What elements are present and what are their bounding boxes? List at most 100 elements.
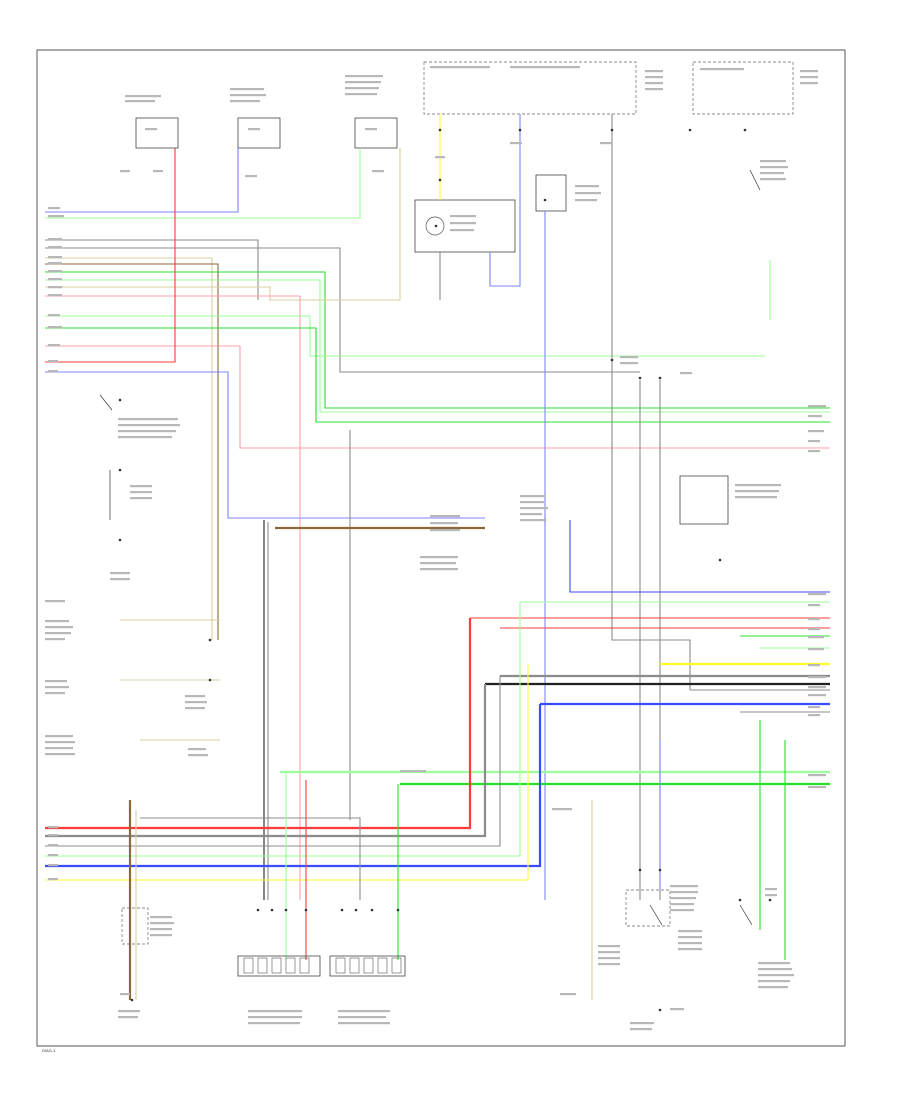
wire-gry-b2 [45, 684, 487, 838]
switch-contact [749, 169, 761, 191]
terminal-dot [208, 678, 212, 682]
fuse-box-aux [692, 61, 794, 115]
illegible-label [230, 94, 266, 97]
switch-contact [739, 904, 753, 926]
illegible-label [130, 497, 152, 500]
terminal-dot [688, 128, 692, 132]
switch-contact [99, 394, 113, 411]
illegible-label [48, 270, 62, 273]
illegible-label [808, 774, 826, 777]
illegible-label [758, 980, 790, 983]
wire-lt-grn-6 [45, 602, 521, 857]
illegible-label [48, 215, 64, 218]
illegible-label [48, 286, 62, 289]
terminal-dot [208, 638, 212, 642]
illegible-label [248, 1010, 302, 1013]
illegible-label [48, 878, 58, 881]
terminal-dot [396, 908, 400, 912]
illegible-label [808, 706, 820, 709]
illegible-label [45, 632, 71, 635]
terminal-dot [638, 376, 642, 380]
illegible-label [760, 172, 784, 175]
wire-blu-b2 [45, 704, 542, 868]
illegible-label [430, 522, 458, 525]
illegible-label [598, 945, 620, 948]
illegible-label [120, 170, 130, 173]
illegible-label [185, 707, 205, 710]
illegible-label [45, 753, 75, 756]
illegible-label [48, 344, 60, 347]
illegible-label [598, 951, 620, 954]
illegible-label [678, 936, 702, 939]
illegible-label [510, 142, 522, 145]
illegible-label [808, 664, 820, 667]
wire-grn-2 [45, 327, 830, 423]
illegible-label [185, 695, 205, 698]
connector-pin [391, 957, 402, 974]
illegible-label [145, 128, 157, 131]
illegible-label [188, 748, 206, 751]
illegible-label [670, 885, 698, 888]
illegible-label [48, 826, 58, 829]
illegible-label [735, 496, 777, 499]
illegible-label [758, 962, 790, 965]
illegible-label [808, 786, 826, 789]
terminal-dot [738, 898, 742, 902]
terminal-dot [130, 998, 134, 1002]
illegible-label [808, 636, 824, 639]
terminal-dot [718, 558, 722, 562]
wire-tan-2 [45, 148, 401, 301]
illegible-label [800, 82, 818, 85]
terminal-dot [518, 128, 522, 132]
illegible-label [48, 278, 62, 281]
illegible-label [118, 436, 172, 439]
terminal-dot [658, 1008, 662, 1012]
illegible-label [345, 93, 377, 96]
terminal-dot [768, 898, 772, 902]
illegible-label [430, 515, 460, 518]
illegible-label [188, 754, 208, 757]
illegible-label [118, 418, 178, 421]
illegible-label [372, 170, 384, 173]
illegible-label [48, 844, 58, 847]
relay-box [414, 199, 516, 253]
illegible-label [735, 484, 781, 487]
illegible-label [338, 1016, 386, 1019]
illegible-label [808, 593, 826, 596]
illegible-label [153, 170, 163, 173]
wire-blu [45, 148, 239, 213]
terminal-dot [438, 128, 442, 132]
illegible-label [248, 1022, 300, 1025]
illegible-label [245, 175, 257, 178]
illegible-label [48, 256, 62, 259]
bottom-components [121, 889, 671, 977]
illegible-label [808, 415, 822, 418]
illegible-label [45, 747, 73, 750]
wire-blu-5 [569, 520, 830, 593]
illegible-label [420, 568, 458, 571]
illegible-label [800, 76, 818, 79]
illegible-label [520, 495, 546, 498]
terminal-dot [118, 468, 122, 472]
illegible-label [678, 942, 702, 945]
footer-code: DIAG-1 [42, 1048, 56, 1053]
illegible-label [760, 160, 786, 163]
wire-blu-2 [45, 371, 485, 519]
switch-box-right [679, 475, 729, 525]
illegible-label [185, 701, 207, 704]
illegible-label [118, 1016, 138, 1019]
illegible-label [120, 993, 130, 996]
illegible-label [48, 238, 62, 241]
illegible-label [45, 600, 65, 603]
illegible-label [760, 178, 786, 181]
terminal-dot [340, 908, 344, 912]
illegible-label [670, 891, 698, 894]
illegible-label [808, 686, 826, 689]
illegible-label [45, 680, 67, 683]
wire-grn [45, 271, 830, 409]
illegible-label [808, 628, 820, 631]
illegible-label [765, 894, 777, 897]
illegible-label [808, 430, 824, 433]
illegible-label [552, 808, 572, 811]
illegible-label [45, 735, 73, 738]
